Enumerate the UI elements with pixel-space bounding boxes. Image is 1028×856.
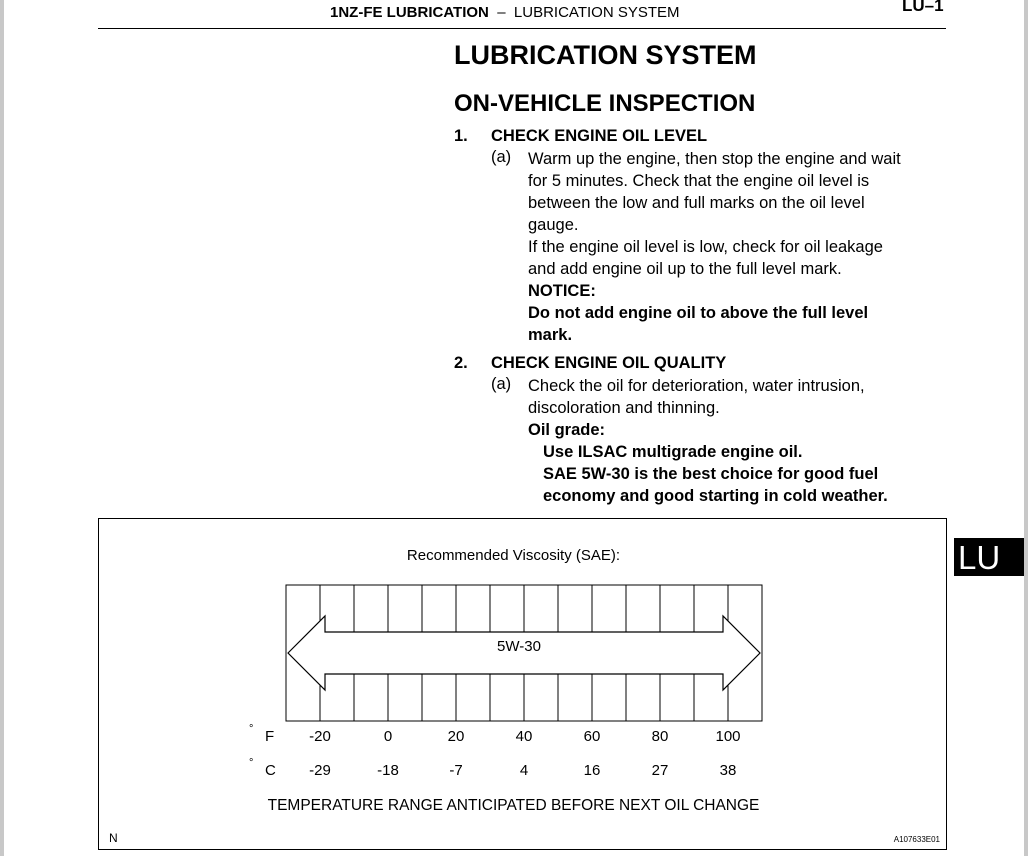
step-1-line: between the low and full marks on the oi… — [528, 194, 865, 212]
figure-caption: TEMPERATURE RANGE ANTICIPATED BEFORE NEX… — [267, 797, 760, 814]
oil-grade-line: Use ILSAC multigrade engine oil. — [543, 443, 803, 461]
fahrenheit-tick-label: 60 — [583, 728, 601, 745]
step-1-number: 1. — [454, 127, 468, 145]
notice-line: mark. — [528, 326, 573, 344]
section-subtitle: ON-VEHICLE INSPECTION — [454, 90, 756, 117]
oil-grade-line: SAE 5W-30 is the best choice for good fu… — [543, 465, 879, 483]
page-edge-right — [1024, 0, 1028, 856]
celsius-unit: C — [265, 762, 276, 779]
figure-id: A107633E01 — [893, 835, 940, 844]
viscosity-range-arrow — [287, 614, 761, 692]
fahrenheit-tick-label: -20 — [309, 728, 331, 745]
fahrenheit-tick-label: 100 — [715, 728, 741, 745]
notice-label: NOTICE: — [528, 282, 596, 300]
step-1-sub-label: (a) — [491, 148, 512, 166]
celsius-tick-label: -7 — [449, 762, 463, 779]
step-2-number: 2. — [454, 354, 468, 372]
figure-title: Recommended Viscosity (SAE): — [406, 547, 621, 564]
fahrenheit-tick-label: 80 — [651, 728, 669, 745]
viscosity-band-label: 5W-30 — [497, 638, 541, 655]
celsius-tick-label: 27 — [651, 762, 669, 779]
celsius-tick-label: -29 — [309, 762, 331, 779]
page-number: LU–1 — [902, 0, 944, 15]
header-section-bold: 1NZ-FE LUBRICATION — [330, 4, 489, 21]
running-header: 1NZ-FE LUBRICATION – LUBRICATION SYSTEM — [330, 4, 680, 21]
fahrenheit-tick-label: 20 — [447, 728, 465, 745]
step-1-line: gauge. — [528, 216, 579, 234]
oil-grade-line: economy and good starting in cold weathe… — [543, 487, 888, 505]
viscosity-chart: 5W-30 — [285, 584, 763, 722]
celsius-tick-label: 4 — [519, 762, 529, 779]
step-1-title: CHECK ENGINE OIL LEVEL — [491, 127, 708, 145]
notice-line: Do not add engine oil to above the full … — [528, 304, 869, 322]
celsius-tick-label: -18 — [377, 762, 399, 779]
degree-symbol: ° — [249, 757, 254, 769]
step-1-line: Warm up the engine, then stop the engine… — [528, 150, 901, 168]
header-rule — [98, 28, 946, 29]
step-2-body: Check the oil for deterioration, water i… — [528, 375, 948, 507]
fahrenheit-tick-label: 40 — [515, 728, 533, 745]
fahrenheit-unit: F — [265, 728, 275, 745]
step-1-line: for 5 minutes. Check that the engine oil… — [528, 172, 870, 190]
page-title: LUBRICATION SYSTEM — [454, 40, 757, 70]
figure-corner-mark: N — [109, 831, 118, 845]
section-tab-lu[interactable]: LU — [954, 538, 1024, 576]
celsius-tick-label: 16 — [583, 762, 601, 779]
viscosity-figure: Recommended Viscosity (SAE): 5W-30 ° F °… — [98, 518, 947, 850]
step-1-body: Warm up the engine, then stop the engine… — [528, 148, 948, 346]
page-edge-left — [0, 0, 4, 856]
step-2-sub-label: (a) — [491, 375, 512, 393]
step-1-line: If the engine oil level is low, check fo… — [528, 238, 883, 256]
oil-grade-label: Oil grade: — [528, 421, 606, 439]
step-2-line: Check the oil for deterioration, water i… — [528, 377, 865, 395]
header-section-title: LUBRICATION SYSTEM — [513, 4, 680, 21]
step-1-line: and add engine oil up to the full level … — [528, 260, 842, 278]
fahrenheit-tick-label: 0 — [383, 728, 393, 745]
header-separator: – — [497, 4, 506, 21]
step-2-line: discoloration and thinning. — [528, 399, 720, 417]
celsius-tick-label: 38 — [719, 762, 737, 779]
step-2-title: CHECK ENGINE OIL QUALITY — [491, 354, 727, 372]
degree-symbol: ° — [249, 723, 254, 735]
